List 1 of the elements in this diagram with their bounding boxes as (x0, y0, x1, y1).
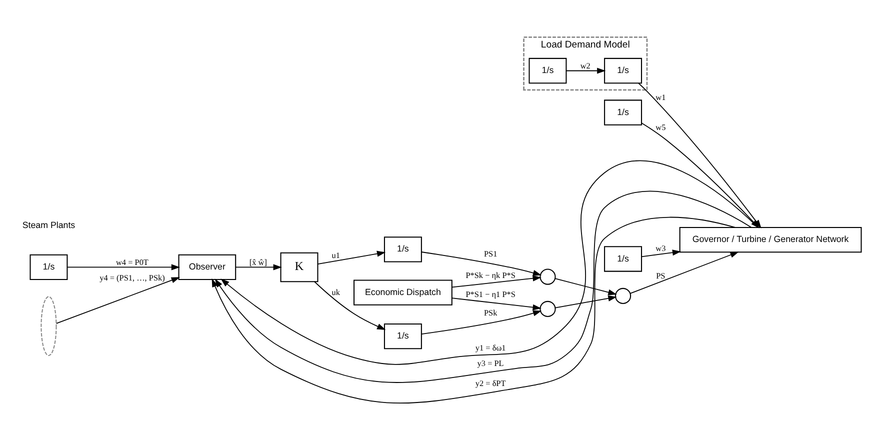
label: Steam Plants (22, 220, 76, 230)
